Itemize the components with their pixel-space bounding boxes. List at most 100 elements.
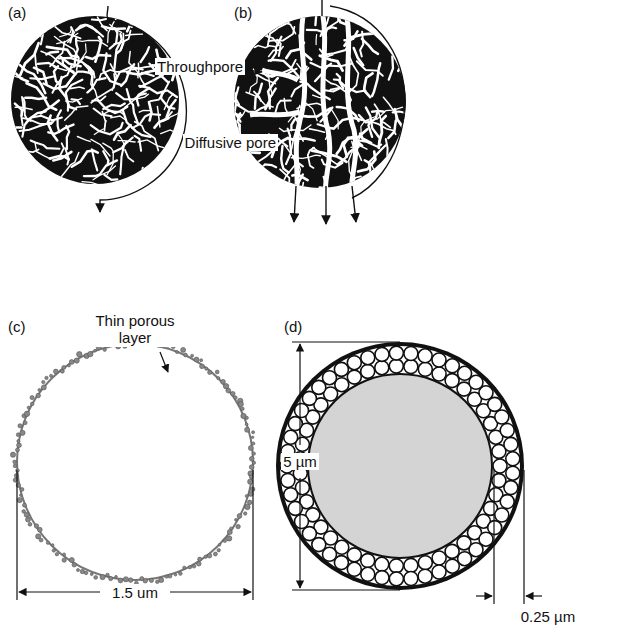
porous-dot [128,578,133,583]
pore-crack [389,57,393,80]
pore-crack [325,79,340,87]
porous-dot [94,349,97,352]
shell-sphere [504,437,518,451]
porous-dot [223,539,227,543]
porous-dot [18,424,22,428]
porous-dot [236,524,240,528]
shell-sphere [375,347,389,361]
pore-crack [141,47,149,62]
pore-crack [0,128,21,146]
porous-dot [20,494,23,497]
pore-crack [132,11,133,26]
pore-crack [217,111,245,126]
shell-sphere [347,548,361,562]
pore-crack [91,139,110,156]
pore-crack [98,17,108,30]
pore-crack [76,25,103,37]
pore-crack [330,118,362,129]
shell-sphere [432,367,446,381]
porous-dot [103,348,106,351]
pore-crack [255,46,276,48]
porous-dot [68,364,71,367]
pore-crack [325,0,339,35]
shell-sphere [361,351,375,365]
pore-crack [77,137,90,142]
porous-dot [36,393,41,398]
shell-sphere [445,559,459,573]
porous-dot [252,461,255,464]
shell-sphere [295,515,309,529]
porous-dot [245,427,250,432]
porous-dot [77,352,82,357]
shell-sphere [284,430,298,444]
porous-dot [179,572,183,576]
porous-dot [191,354,194,357]
pore-crack [50,156,69,159]
shell-sphere [418,556,432,570]
pore-crack [368,121,372,136]
porous-dot [218,543,221,546]
pore-crack [83,64,98,101]
porous-dot [52,549,55,552]
porous-dot [241,407,245,411]
pore-crack [316,35,318,45]
dimension: 0.25 µm [519,608,578,625]
porous-dot [55,553,58,556]
pore-crack [395,109,402,125]
porous-dot [24,411,29,416]
shell-sphere [458,552,472,566]
shell-sphere [418,349,432,363]
pore-crack [246,92,273,107]
porous-dot [22,510,26,514]
pore-crack [365,160,370,167]
pore-crack [117,43,124,54]
porous-dot [251,436,254,439]
shell-sphere [445,359,459,373]
porous-dot [13,464,17,468]
pore-crack [275,101,291,113]
porous-dot [174,574,177,577]
pore-crack [212,120,239,129]
part-name: Diffusive pore [183,134,278,151]
porous-dot [69,360,74,365]
pore-crack [138,140,169,154]
pore-crack [268,22,289,45]
pore-crack [66,72,94,87]
pore-crack [221,114,241,118]
porous-dot [181,347,186,352]
pore-crack [114,125,131,140]
shell-sphere [389,559,403,573]
pore-crack [66,126,69,149]
porous-dot [247,500,252,505]
pore-crack [57,61,76,75]
porous-dot [197,562,202,567]
shell-sphere [418,362,432,376]
pore-crack [286,129,291,164]
pore-crack [58,110,61,132]
porous-dot [235,518,238,521]
porous-dot [207,553,212,558]
pore-crack [249,69,257,93]
porous-dot [227,530,232,535]
porous-dot [28,522,32,526]
pore-crack [256,164,277,176]
porous-dot [205,367,208,370]
shell-sphere [375,361,389,375]
porous-dot [204,555,207,558]
pore-crack [102,26,125,29]
pore-crack [102,112,105,131]
porous-dot [94,576,98,580]
pore-crack [157,107,160,127]
pore-crack [110,28,118,49]
pore-texture [212,0,420,216]
porous-dot [248,479,253,484]
porous-layer-dots [10,339,255,585]
shell-sphere [500,423,514,437]
porous-dot [245,416,248,419]
pore-crack [27,83,57,110]
panel-letter: (c) [6,318,28,335]
pore-crack [88,66,94,77]
porous-dot [90,573,93,576]
porous-dot [69,558,74,563]
porous-dot [45,376,48,379]
